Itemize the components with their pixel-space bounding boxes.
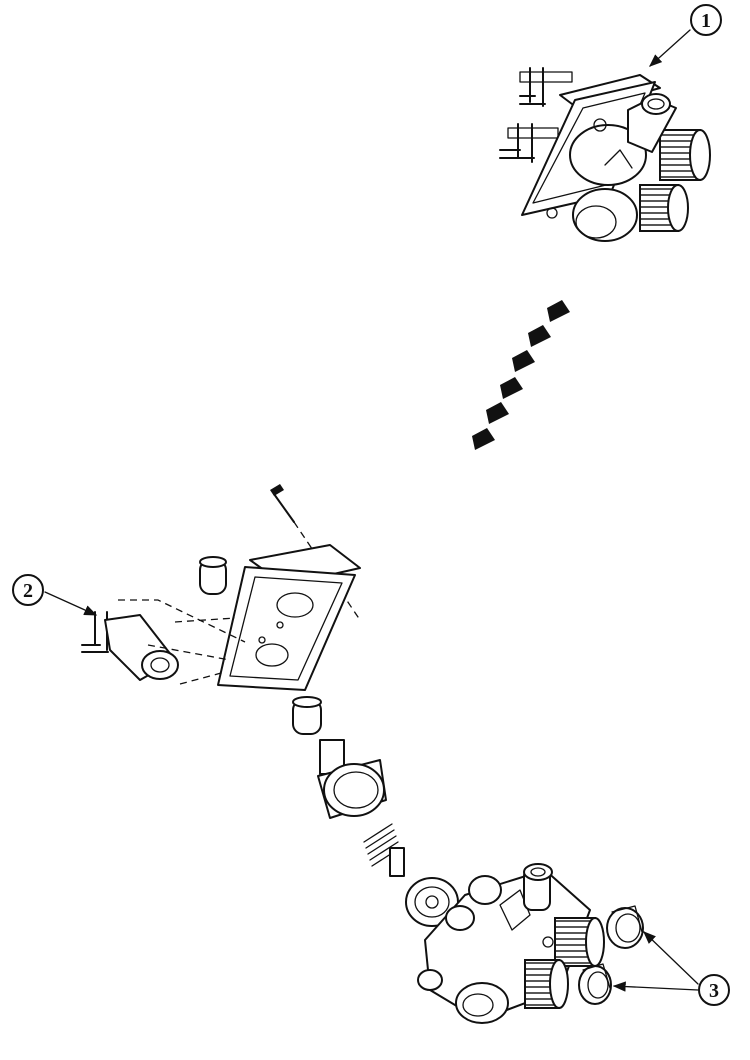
callout-1-label: 1	[701, 10, 711, 32]
flow-washers	[578, 905, 644, 1005]
callout-3-label: 3	[709, 980, 719, 1002]
callout-2-label: 2	[23, 580, 33, 602]
assembled-water-valve	[499, 67, 711, 242]
valve-body	[417, 863, 605, 1024]
callout-2: 2	[12, 574, 44, 606]
exploded-bracket	[199, 484, 361, 735]
valve-internals	[317, 739, 459, 927]
callout-3: 3	[698, 974, 730, 1006]
callout-1: 1	[690, 4, 722, 36]
solenoid-coil-part	[81, 599, 246, 685]
direction-arrows	[472, 300, 570, 450]
leader-lines	[44, 29, 699, 992]
